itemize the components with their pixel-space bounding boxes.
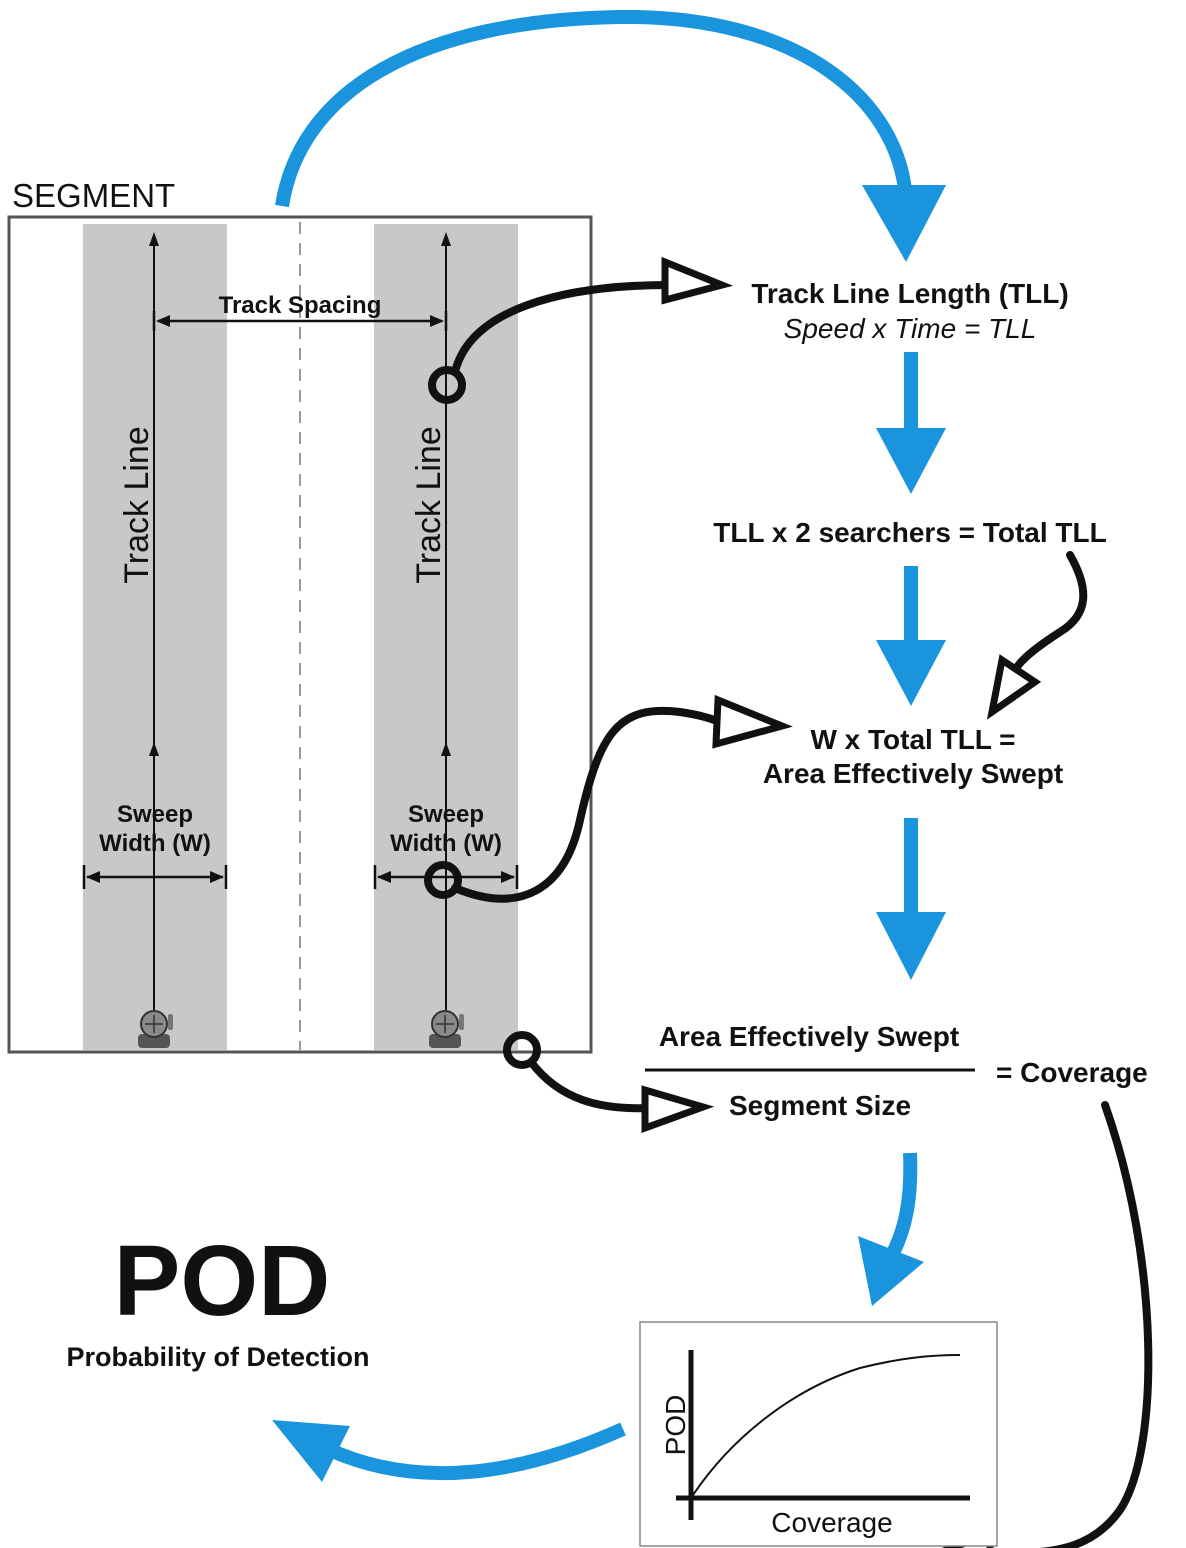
black-arrow-to-segment-size — [503, 1031, 715, 1133]
track-spacing-dimension — [152, 311, 448, 331]
sweep-width-dimension-left — [82, 865, 228, 889]
searcher-icon — [429, 1010, 464, 1048]
pod-coverage-chart — [639, 1321, 998, 1547]
chart-frame — [639, 1321, 998, 1547]
fraction-denominator: Segment Size — [729, 1090, 911, 1121]
track-line-left — [149, 232, 159, 1010]
segment-title: SEGMENT — [12, 177, 175, 214]
segment-frame — [7, 215, 593, 1054]
track-line-label-left: Track Line — [118, 426, 156, 583]
blue-arrow-1 — [876, 352, 946, 494]
chart-ylabel: POD — [660, 1395, 691, 1456]
sweep-width-right-line2: Width (W) — [390, 830, 502, 857]
aes-line2: Area Effectively Swept — [763, 758, 1063, 789]
blue-curved-arrow-to-chart — [858, 1152, 924, 1306]
pod-subtitle: Probability of Detection — [66, 1342, 369, 1372]
black-arrow-to-aes — [986, 551, 1088, 720]
sweep-width-left-line1: Sweep — [117, 801, 193, 828]
pod-title: POD — [114, 1225, 331, 1337]
chart-xlabel: Coverage — [771, 1507, 892, 1538]
coverage-result: = Coverage — [996, 1057, 1148, 1088]
blue-arc-arrow — [275, 9, 946, 262]
searcher-icon — [138, 1010, 173, 1048]
track-spacing-label: Track Spacing — [219, 292, 382, 319]
fraction-numerator: Area Effectively Swept — [659, 1021, 959, 1052]
total-tll: TLL x 2 searchers = Total TLL — [713, 517, 1106, 548]
black-arrow-to-tll — [428, 256, 734, 404]
tll-title: Track Line Length (TLL) — [751, 278, 1068, 309]
tll-formula: Speed x Time = TLL — [784, 313, 1037, 344]
segment-box — [7, 215, 593, 1054]
pod-curve — [692, 1354, 961, 1496]
aes-line1: W x Total TLL = — [810, 724, 1015, 755]
track-line-label-right: Track Line — [410, 426, 448, 583]
black-arrow-sweep-to-aes — [424, 694, 793, 903]
blue-curved-arrow-to-pod — [272, 1420, 626, 1482]
blue-arrow-2 — [876, 566, 946, 706]
sweep-width-dimension-right — [373, 865, 519, 889]
blue-arrow-3 — [876, 818, 946, 980]
sweep-width-right-line1: Sweep — [408, 801, 484, 828]
sweep-width-left-line2: Width (W) — [99, 830, 211, 857]
